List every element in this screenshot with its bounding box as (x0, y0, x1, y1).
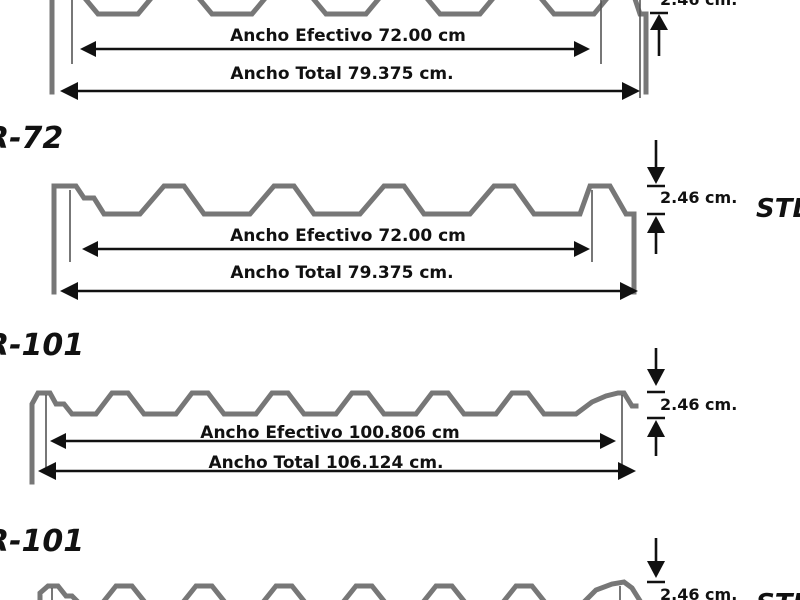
profile-section-r101: R-101 Ancho Efectivo 100.806 cm Ancho To… (0, 328, 737, 485)
arrow-right (574, 41, 590, 57)
ancho-efectivo-label: Ancho Efectivo 72.00 cm (230, 26, 466, 46)
arrow-right (618, 462, 636, 480)
arrow-left (38, 462, 56, 480)
profile-section-r72: R-72 Ancho Efectivo 72.00 cm Ancho Total… (0, 121, 800, 300)
arrow-right (622, 82, 640, 100)
height-arrow-up (647, 420, 665, 437)
height-arrow-up (650, 14, 668, 30)
arrow-right (600, 433, 616, 449)
arrow-left (60, 82, 78, 100)
ancho-total-label: Ancho Total 79.375 cm. (230, 64, 453, 84)
height-label: 2.46 cm. (660, 0, 737, 9)
height-label: 2.46 cm. (660, 395, 737, 414)
profile-title: R-72 (0, 121, 63, 156)
corrugated-profile (37, 579, 643, 600)
side-label: STD (756, 589, 800, 600)
height-label: 2.46 cm. (660, 188, 737, 207)
arrow-left (82, 241, 98, 257)
side-label: STD (756, 194, 800, 224)
height-arrow-down (647, 167, 665, 184)
arrow-right (620, 282, 638, 300)
corrugated-profile (51, 183, 637, 295)
profile-title: R-101 (0, 524, 84, 559)
height-arrow-down (647, 369, 665, 386)
ancho-efectivo-label: Ancho Efectivo 72.00 cm (230, 226, 466, 246)
ancho-efectivo-label: Ancho Efectivo 100.806 cm (200, 423, 459, 443)
height-arrow-down (647, 561, 665, 578)
height-arrow-up (647, 216, 665, 233)
arrow-left (80, 41, 96, 57)
arrow-left (60, 282, 78, 300)
ancho-total-label: Ancho Total 106.124 cm. (209, 453, 444, 473)
corrugated-profile (49, 0, 649, 95)
corrugated-profile (29, 390, 639, 485)
arrow-right (574, 241, 590, 257)
profile-section-top: Ancho Efectivo 72.00 cm Ancho Total 79.3… (49, 0, 737, 100)
ancho-total-label: Ancho Total 79.375 cm. (230, 263, 453, 283)
arrow-left (50, 433, 66, 449)
profile-title: R-101 (0, 328, 84, 363)
profile-section-r101-bottom: R-101 2.46 cm. STD (0, 524, 800, 600)
height-label: 2.46 cm. (660, 585, 737, 600)
